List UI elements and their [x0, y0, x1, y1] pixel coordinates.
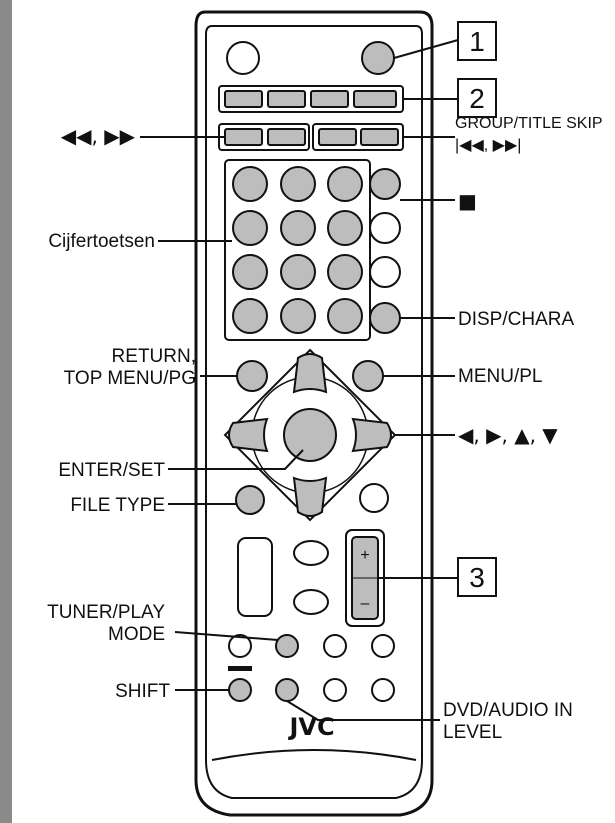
volume-control: + –	[345, 529, 385, 627]
skip-button-group	[312, 123, 404, 151]
disp-chara-button[interactable]	[369, 302, 401, 334]
callout-3: 3	[378, 557, 497, 597]
number-key[interactable]	[280, 166, 316, 202]
number-key[interactable]	[327, 298, 363, 334]
number-key[interactable]	[280, 210, 316, 246]
label-number-keys: Cijfertoetsen	[48, 231, 155, 252]
label-enter-set: ENTER/SET	[58, 460, 165, 481]
brand-logo: JVC	[287, 713, 334, 741]
number-key[interactable]	[232, 210, 268, 246]
color-button-row	[218, 85, 404, 113]
stop-button[interactable]	[369, 168, 401, 200]
return-button[interactable]	[236, 360, 268, 392]
leader-tuner	[174, 631, 279, 641]
label-cursor-keys: ◀, ▶, ▲, ▼	[458, 423, 558, 447]
label-disp-chara: DISP/CHARA	[458, 309, 574, 330]
label-return-line2: TOP MENU/PG	[64, 368, 196, 389]
callout-1-number: 1	[469, 26, 485, 57]
skip-back-button[interactable]	[318, 128, 357, 146]
small-button[interactable]	[323, 634, 347, 658]
dvd-audio-in-level-button[interactable]	[275, 678, 299, 702]
number-key[interactable]	[327, 254, 363, 290]
label-return-line1: RETURN,	[112, 346, 196, 367]
cursor-left-button[interactable]	[228, 417, 269, 453]
small-button[interactable]	[371, 634, 395, 658]
number-key[interactable]	[280, 254, 316, 290]
color-button-4[interactable]	[353, 90, 397, 108]
label-menu-pl: MENU/PL	[458, 366, 542, 387]
tuner-play-mode-button[interactable]	[275, 634, 299, 658]
cursor-up-button[interactable]	[292, 353, 328, 394]
power-button[interactable]	[226, 41, 260, 75]
color-button-1[interactable]	[224, 90, 263, 108]
number-key[interactable]	[280, 298, 316, 334]
shift-button[interactable]	[228, 678, 252, 702]
fast-forward-button[interactable]	[267, 128, 306, 146]
mute-button[interactable]	[293, 540, 329, 566]
side-button-2[interactable]	[369, 212, 401, 244]
cursor-down-button[interactable]	[292, 476, 328, 517]
callout-2: 2	[403, 78, 497, 118]
slot-button[interactable]	[237, 537, 273, 617]
label-group-title-skip: GROUP/TITLE SKIP	[455, 115, 603, 132]
left-margin-strip	[0, 0, 12, 823]
number-keys	[232, 166, 363, 334]
file-type-button[interactable]	[235, 485, 265, 515]
menu-pl-button[interactable]	[352, 360, 384, 392]
label-tuner-line1: TUNER/PLAY	[47, 602, 165, 623]
small-button[interactable]	[228, 634, 252, 658]
volume-minus-symbol: –	[361, 595, 370, 612]
skip-forward-button[interactable]	[360, 128, 399, 146]
label-group-skip-symbols: |◀◀, ▶▶|	[455, 137, 521, 154]
small-button[interactable]	[323, 678, 347, 702]
label-dvd-line1: DVD/AUDIO IN	[443, 700, 573, 721]
shift-indicator-bar	[228, 666, 252, 671]
callout-3-number: 3	[469, 562, 485, 593]
number-key[interactable]	[232, 254, 268, 290]
rewind-button[interactable]	[224, 128, 263, 146]
callout-2-number: 2	[469, 83, 485, 114]
sound-button[interactable]	[293, 589, 329, 615]
label-search: ◀◀, ▶▶	[61, 124, 136, 148]
color-button-3[interactable]	[310, 90, 349, 108]
number-key[interactable]	[327, 210, 363, 246]
leader-enter-set	[168, 449, 304, 470]
label-dvd-line2: LEVEL	[443, 722, 502, 743]
number-key[interactable]	[327, 166, 363, 202]
color-button-2[interactable]	[267, 90, 306, 108]
search-button-group	[218, 123, 310, 151]
leader-dvd	[286, 700, 440, 721]
volume-plus-symbol: +	[360, 547, 369, 564]
label-file-type: FILE TYPE	[70, 495, 165, 516]
cursor-pad	[223, 348, 397, 522]
label-shift: SHIFT	[115, 681, 170, 702]
cursor-right-button[interactable]	[351, 417, 392, 453]
callout-1: 1	[393, 21, 497, 61]
side-button-right[interactable]	[359, 483, 389, 513]
number-key[interactable]	[232, 298, 268, 334]
number-keypad-panel	[224, 159, 371, 341]
standby-button[interactable]	[361, 41, 395, 75]
side-button-3[interactable]	[369, 256, 401, 288]
enter-set-button[interactable]	[283, 408, 337, 462]
number-key[interactable]	[232, 166, 268, 202]
label-tuner-line2: MODE	[108, 624, 165, 645]
small-button[interactable]	[371, 678, 395, 702]
label-stop: ■	[458, 189, 477, 213]
